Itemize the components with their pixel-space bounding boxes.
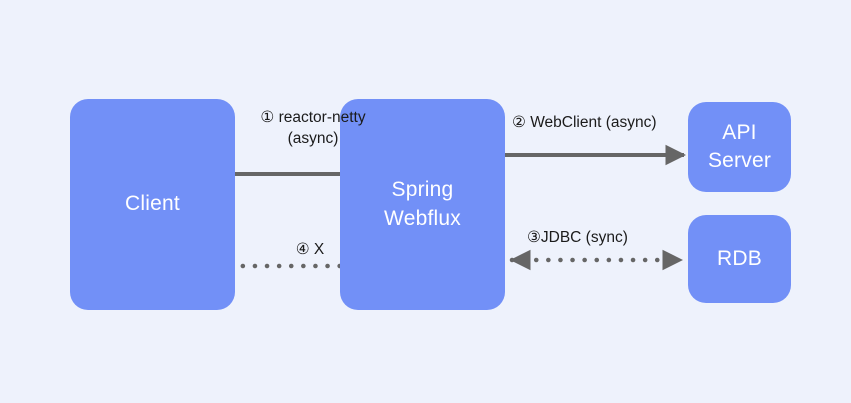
edge-label-jdbc: ③JDBC (sync)	[527, 229, 628, 246]
edge-label-webclient: ② WebClient (async)	[512, 114, 657, 131]
node-client[interactable]: Client	[70, 99, 235, 310]
node-api-server-label: API Server	[707, 120, 772, 172]
edge-label-reactor-netty: ① reactor-netty (async)	[260, 109, 366, 147]
edge-label-blocked-response: ④ X	[295, 241, 325, 258]
node-api-server[interactable]: API Server	[688, 102, 791, 192]
node-spring-webflux-label: Spring Webflux	[384, 178, 461, 230]
node-rdb[interactable]: RDB	[688, 215, 791, 303]
node-rdb-label: RDB	[717, 246, 762, 270]
node-spring-webflux[interactable]: Spring Webflux	[340, 99, 505, 310]
node-client-label: Client	[125, 192, 180, 216]
